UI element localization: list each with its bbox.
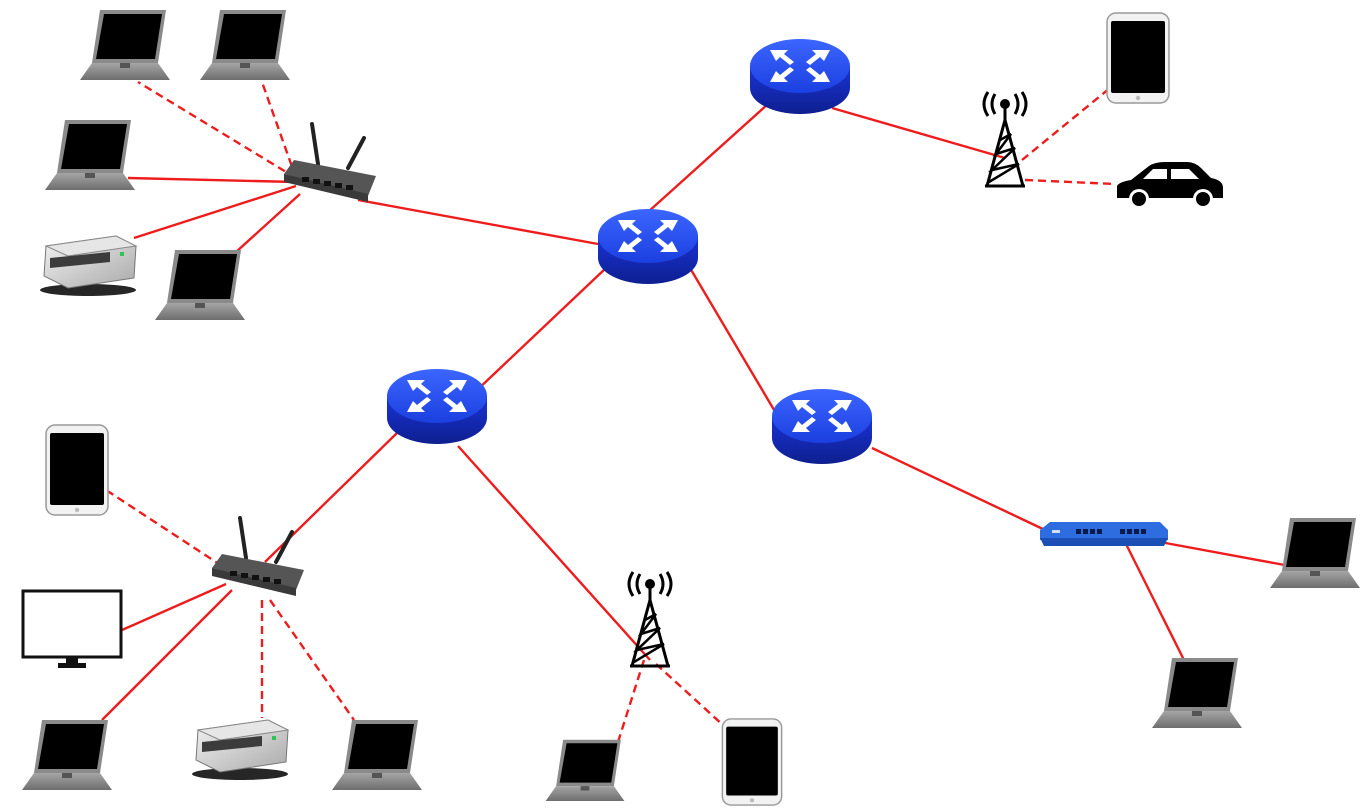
tablet-icon — [1106, 12, 1170, 104]
laptop-icon — [22, 720, 112, 790]
laptop-icon — [545, 739, 625, 801]
laptop-icon — [155, 250, 245, 320]
wireless-link-tower_bottom-laptop_bc — [616, 659, 646, 743]
network-switch-icon — [1040, 522, 1168, 546]
wireless-router-icon — [282, 122, 378, 204]
wireless-link-ap_bottom-tablet_bl — [105, 488, 223, 568]
wireless-link-ap_top-laptop_tl2 — [260, 81, 298, 179]
monitor-icon — [21, 589, 123, 670]
wired-link-router_core-router_top — [647, 103, 769, 213]
printer-icon — [191, 719, 289, 781]
laptop-icon — [1152, 658, 1242, 728]
wireless-link-tower_bottom-tablet_bc — [655, 663, 725, 727]
wired-link-router_core-ap_top — [357, 198, 599, 246]
tablet-icon — [721, 718, 783, 806]
wired-link-ap_top-printer_tl — [133, 184, 297, 240]
wired-link-switch_right-laptop_br2 — [1124, 543, 1186, 661]
laptop-icon — [1270, 518, 1360, 588]
wired-link-ap_top-laptop_tl4 — [235, 193, 301, 253]
wired-link-router_left-tower_bottom — [457, 445, 651, 661]
nodes-layer — [21, 10, 1360, 806]
wired-link-router_core-router_right — [688, 267, 782, 421]
wireless-link-tower_top-car_tr — [1024, 178, 1116, 186]
wired-link-switch_right-laptop_br1 — [1159, 540, 1291, 568]
wireless-link-ap_bottom-laptop_bl2 — [269, 599, 355, 721]
printer-icon — [39, 235, 137, 297]
wired-link-ap_top-laptop_tl3 — [127, 176, 297, 184]
router-icon — [772, 389, 872, 464]
car-icon — [1117, 162, 1223, 209]
wireless-link-tower_top-tablet_tr — [1021, 87, 1111, 161]
tablet-icon — [45, 424, 109, 516]
laptop-icon — [80, 10, 170, 80]
router-icon — [387, 369, 487, 444]
links-layer — [101, 80, 1291, 743]
wireless-link-ap_top-laptop_tl1 — [137, 80, 297, 180]
laptop-icon — [45, 120, 135, 190]
laptop-icon — [200, 10, 290, 80]
wired-link-ap_bottom-monitor_bl — [121, 582, 227, 632]
router-icon — [598, 209, 698, 284]
wired-link-ap_bottom-laptop_bl1 — [101, 589, 233, 721]
laptop-icon — [332, 720, 422, 790]
cell-tower-icon — [627, 570, 673, 668]
cell-tower-icon — [982, 90, 1028, 188]
wired-link-router_right-switch_right — [871, 446, 1046, 532]
wired-link-router_top-tower_top — [831, 106, 1006, 160]
wired-link-router_core-router_left — [474, 267, 607, 393]
router-icon — [750, 39, 850, 114]
